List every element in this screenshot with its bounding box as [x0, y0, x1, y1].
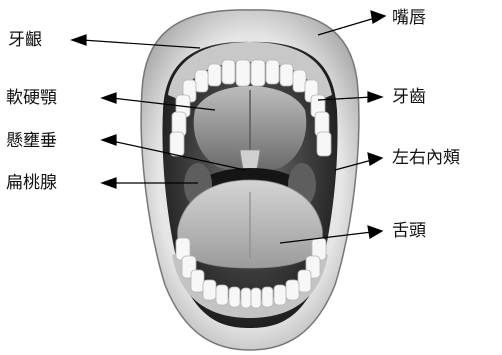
label-tongue: 舌頭 — [392, 221, 426, 241]
label-cheeks: 左右內頰 — [392, 148, 460, 168]
label-uvula: 懸壅垂 — [6, 131, 57, 151]
label-palate: 軟硬顎 — [6, 88, 57, 108]
label-teeth: 牙齒 — [392, 87, 426, 107]
label-gums: 牙齦 — [8, 30, 42, 50]
label-tonsils: 扁桃腺 — [6, 173, 57, 193]
label-lips: 嘴唇 — [392, 8, 426, 28]
